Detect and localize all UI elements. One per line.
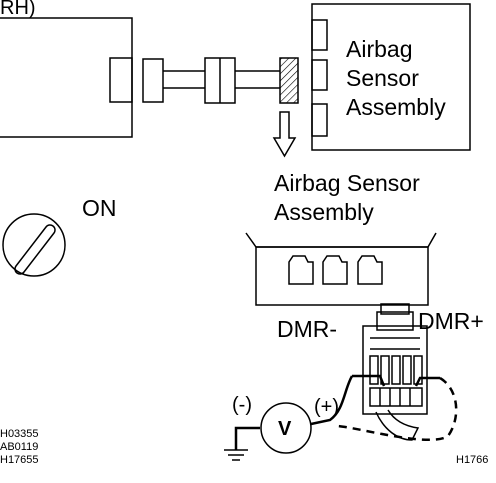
sensor-box-label-line2: Sensor bbox=[346, 65, 419, 91]
airbag-sensor-box bbox=[311, 3, 471, 151]
probe-minus-label: (-) bbox=[232, 394, 252, 416]
figure-code-3: H17655 bbox=[0, 454, 39, 466]
down-arrow-icon bbox=[272, 111, 297, 158]
probe-plus-label: (+) bbox=[314, 396, 339, 418]
test-lead-connector bbox=[352, 303, 440, 441]
voltmeter-label: V bbox=[278, 418, 292, 440]
wire-harness bbox=[142, 57, 299, 104]
sensor-box-label-line3: Assembly bbox=[346, 94, 446, 120]
ignition-key-icon bbox=[2, 213, 66, 277]
left-unit-box bbox=[0, 17, 133, 138]
ignition-on-label: ON bbox=[82, 195, 117, 221]
sensor-box-label-line1: Airbag bbox=[346, 36, 413, 62]
sensor-connector bbox=[245, 232, 437, 306]
terminal-dmr-minus-label: DMR- bbox=[277, 316, 338, 342]
figure-code-1: H03355 bbox=[0, 428, 39, 440]
sensor-caption-line1: Airbag Sensor bbox=[274, 170, 420, 196]
figure-code-right: H1766 bbox=[456, 454, 489, 466]
top-left-fragment-label: RH) bbox=[0, 0, 36, 19]
voltmeter bbox=[234, 375, 458, 454]
sensor-caption-line2: Assembly bbox=[274, 199, 374, 225]
terminal-dmr-plus-label: DMR+ bbox=[418, 308, 484, 334]
ground-icon bbox=[224, 449, 248, 461]
figure-code-2: AB0119 bbox=[0, 441, 39, 453]
